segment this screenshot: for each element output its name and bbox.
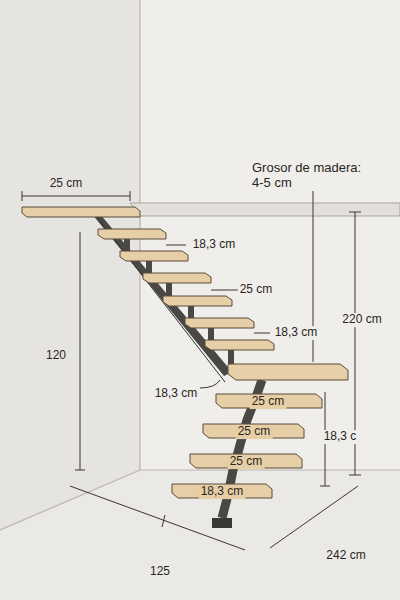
dimension-label: 125 <box>148 565 172 579</box>
dimension-label: 25 cm <box>48 177 85 191</box>
dimension-label: 25 cm <box>236 425 273 439</box>
dimension-label: 18,3 cm <box>191 238 238 252</box>
dimension-label: 25 cm <box>250 395 287 409</box>
dimension-label: 18,3 c <box>322 430 359 444</box>
dimension-label: 25 cm <box>228 455 265 469</box>
dimension-label: Grosor de madera: 4-5 cm <box>250 161 374 191</box>
dimension-label: 25 cm <box>238 283 275 297</box>
dimension-label: 220 cm <box>340 313 383 327</box>
dimension-label: 18,3 cm <box>273 326 320 340</box>
dimension-label: 242 cm <box>324 549 367 563</box>
dimension-label: 120 <box>44 349 68 363</box>
dimension-label: 18,3 cm <box>153 387 200 401</box>
dimension-label: 18,3 cm <box>199 485 246 499</box>
